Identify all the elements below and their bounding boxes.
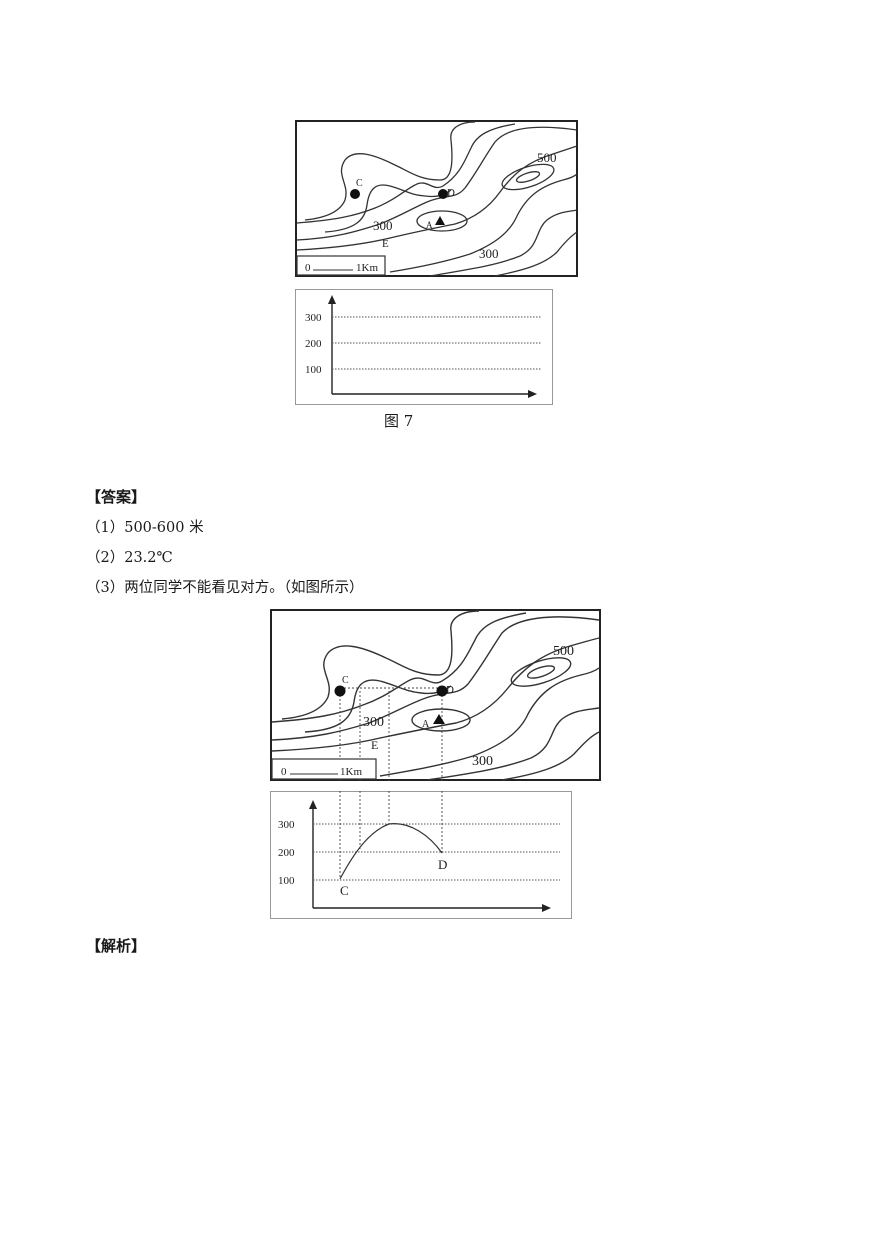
label-contour-500: 500 <box>537 150 557 165</box>
scale-zero: 0 <box>305 262 311 274</box>
figure2-contour-map: C D A E 500 300 300 0 1Km <box>270 609 601 781</box>
point-c-marker <box>334 685 346 697</box>
label-c: C <box>342 675 349 686</box>
label-contour-300-right: 300 <box>479 246 499 261</box>
figure1-caption: 图 7 <box>384 412 414 430</box>
figure2-profile-chart: 300 200 100 C D <box>270 791 572 919</box>
label-contour-300-left: 300 <box>363 715 384 730</box>
scale-unit: 1Km <box>356 262 378 274</box>
tick-100: 100 <box>305 364 322 376</box>
summit-triangle-icon <box>435 216 445 225</box>
point-c-marker <box>350 189 360 199</box>
label-e: E <box>371 738 378 752</box>
tick-300: 300 <box>278 819 295 831</box>
answer-line-3: （3）两位同学不能看见对方。（如图所示） <box>86 580 364 596</box>
point-d-marker <box>438 189 448 199</box>
answer-title: 【答案】 <box>86 488 147 506</box>
tick-200: 200 <box>278 847 295 859</box>
analysis-title: 【解析】 <box>86 937 147 955</box>
tick-200: 200 <box>305 338 322 350</box>
terrain-profile-line <box>339 823 443 880</box>
profile-label-c: C <box>340 883 349 898</box>
label-a: A <box>422 719 430 730</box>
label-e: E <box>382 238 389 250</box>
summit-triangle-icon <box>433 714 445 724</box>
figure1-contour-map: C D A E 500 300 300 0 1Km <box>295 120 578 277</box>
answer-line-1: （1）500-600 米 <box>86 520 204 536</box>
label-contour-300-right: 300 <box>472 754 493 769</box>
figure1-profile-chart: 300 200 100 <box>295 289 553 405</box>
profile-label-d: D <box>438 857 447 872</box>
scale-unit: 1Km <box>340 766 362 778</box>
scale-zero: 0 <box>281 766 287 778</box>
label-c: C <box>356 178 363 189</box>
label-d: D <box>446 684 454 696</box>
tick-300: 300 <box>305 312 322 324</box>
answer-line-2: （2）23.2℃ <box>86 550 173 566</box>
label-a: A <box>426 220 433 230</box>
label-contour-500: 500 <box>553 644 574 659</box>
label-d: D <box>447 187 455 199</box>
label-contour-300-left: 300 <box>373 218 393 233</box>
tick-100: 100 <box>278 875 295 887</box>
point-d-marker <box>436 685 448 697</box>
